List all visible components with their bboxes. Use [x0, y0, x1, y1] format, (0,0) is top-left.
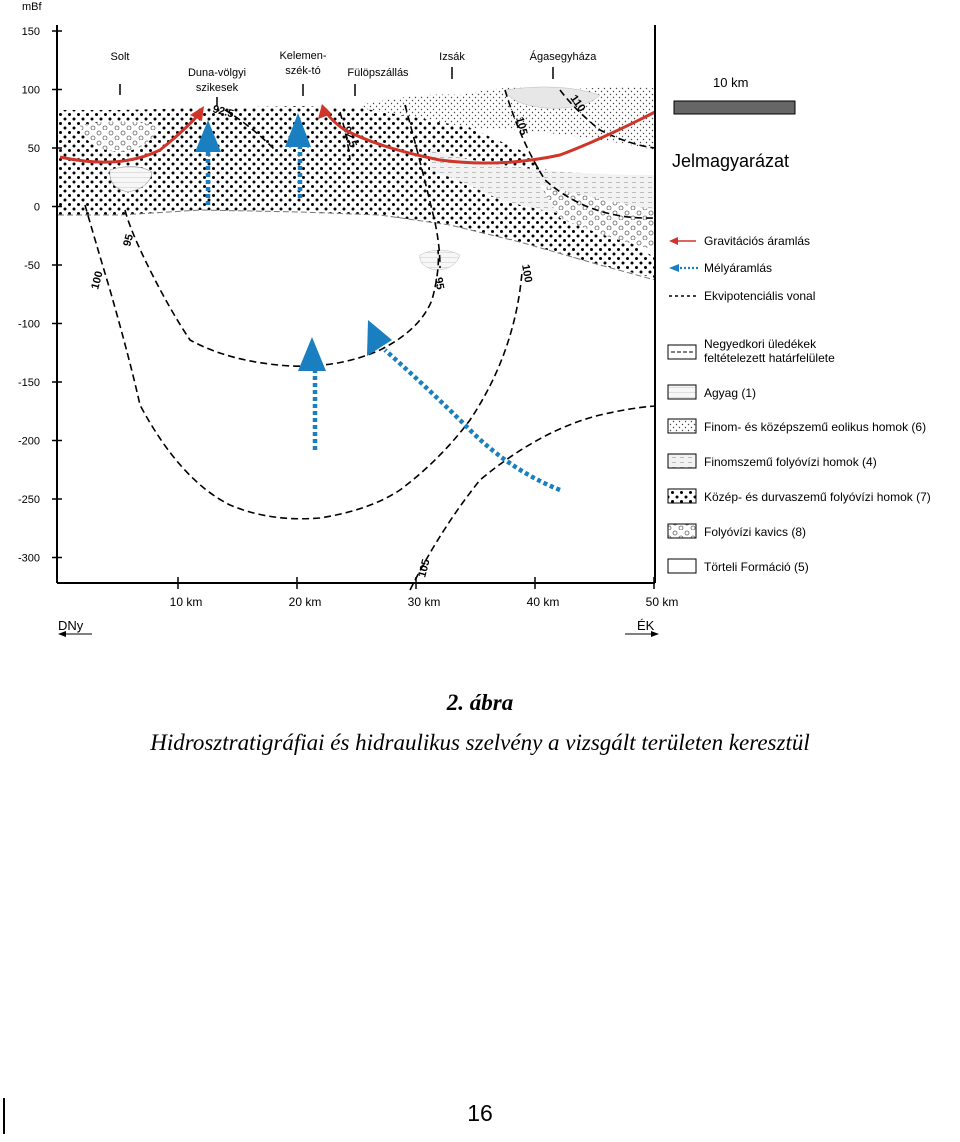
legend-gravity-flow-label: Gravitációs áramlás	[704, 234, 810, 248]
place-izsak: Izsák	[439, 51, 465, 63]
x-tick-label: 30 km	[408, 595, 441, 609]
legend-torteli-label: Törteli Formáció (5)	[704, 560, 809, 574]
equipotential-105-bottom	[409, 405, 656, 591]
margin-bar	[3, 1098, 5, 1134]
direction-label-dny: DNy	[58, 618, 84, 633]
equipotential-95-left	[124, 209, 440, 367]
place-duna-volgyi-line2: szikesek	[196, 82, 239, 94]
gravity-flow-arrow-right	[323, 109, 656, 165]
legend-aeolian-sand: Finom- és középszemű eolikus homok (6)	[667, 418, 926, 434]
equipotential-92-5-a	[224, 109, 276, 151]
equipotential-110	[559, 89, 656, 149]
contour-label-95-left: 95	[121, 233, 136, 248]
place-kelemen-line1: Kelemen-	[279, 50, 326, 62]
legend-torteli: Törteli Formáció (5)	[667, 558, 809, 574]
layer-clay-lenses	[109, 86, 601, 271]
y-tick-label: -300	[18, 553, 40, 565]
legend-quaternary-boundary: Negyedkori üledékek feltételezett határf…	[667, 337, 835, 365]
deep-flow-arrows	[205, 140, 561, 493]
figure-caption: Hidrosztratigráfiai és hidraulikus szelv…	[150, 730, 810, 755]
deep-flow-arrow-4	[383, 348, 561, 493]
contour-label-100-left: 100	[89, 270, 105, 291]
legend-coarse-fluvial-sand-label: Közép- és durvaszemű folyóvízi homok (7)	[704, 490, 931, 504]
hydro-section-figure: 92.5 92.5 105 110 95 100 95 100 105 mBf …	[18, 1, 931, 637]
legend: Jelmagyarázat Gravitációs áramlás Mélyár…	[667, 151, 931, 574]
legend-coarse-fluvial-sand: Közép- és durvaszemű folyóvízi homok (7)	[667, 488, 931, 504]
deep-flow-arrowhead-3	[298, 337, 326, 371]
scale-bar: 10 km	[673, 75, 796, 115]
legend-quaternary-label-1: Negyedkori üledékek	[704, 337, 817, 351]
legend-clay-label: Agyag (1)	[704, 386, 756, 400]
contour-label-95-inner: 95	[432, 276, 446, 290]
place-solt: Solt	[111, 51, 130, 63]
gravity-flow-arrowhead-right	[318, 104, 332, 119]
gravity-flow-arrowhead-left	[190, 106, 204, 121]
contour-label-105-top: 105	[513, 116, 529, 137]
legend-gravel: Folyóvízi kavics (8)	[667, 523, 806, 539]
y-tick-label: -200	[18, 436, 40, 448]
equipotential-95-inner	[404, 104, 441, 269]
legend-aeolian-sand-label: Finom- és középszemű eolikus homok (6)	[704, 420, 926, 434]
y-tick-label: 100	[22, 85, 40, 97]
contour-label-92-5-a: 92.5	[211, 103, 235, 120]
figure-number: 2. ábra	[446, 690, 514, 715]
deep-flow-arrowhead-2	[285, 113, 311, 147]
x-axis	[57, 25, 656, 584]
y-tick-label: -250	[18, 494, 40, 506]
y-axis: mBf	[22, 1, 58, 583]
equipotential-100-left	[84, 204, 523, 520]
legend-fine-fluvial-sand: Finomszemű folyóvízi homok (4)	[667, 453, 877, 469]
x-tick-label: 40 km	[527, 595, 560, 609]
place-fulopszallas: Fülöpszállás	[347, 67, 409, 79]
place-duna-volgyi-line1: Duna-völgyi	[188, 67, 246, 79]
y-tick-label: -150	[18, 377, 40, 389]
place-agasegyhaza: Ágasegyháza	[530, 50, 598, 63]
x-tick-label: 50 km	[646, 595, 679, 609]
legend-fine-fluvial-sand-label: Finomszemű folyóvízi homok (4)	[704, 455, 877, 469]
legend-clay: Agyag (1)	[667, 384, 756, 400]
x-tick-label: 20 km	[289, 595, 322, 609]
legend-quaternary-label-2: feltételezett határfelülete	[704, 351, 835, 365]
y-tick-label: -100	[18, 319, 40, 331]
deep-flow-arrowhead-4	[367, 320, 392, 356]
layer-gravel	[80, 121, 655, 250]
place-kelemen-line2: szék-tó	[285, 65, 320, 77]
legend-equipotential: Ekvipotenciális vonal	[669, 289, 815, 303]
legend-equipotential-label: Ekvipotenciális vonal	[704, 289, 815, 303]
y-axis-unit: mBf	[22, 1, 43, 13]
equipotential-92-5-b	[339, 111, 351, 161]
equipotential-105-top	[504, 89, 656, 219]
gravity-flow-arrows	[59, 109, 656, 165]
x-axis-ticks: 10 km 20 km 30 km 40 km 50 km	[170, 577, 679, 609]
y-tick-label: 150	[22, 26, 40, 38]
direction-right: ÉK	[625, 618, 659, 637]
legend-title: Jelmagyarázat	[672, 151, 789, 171]
contour-label-100-right: 100	[519, 263, 534, 283]
gravity-flow-arrow-left	[59, 112, 202, 164]
legend-deep-flow-label: Mélyáramlás	[704, 261, 772, 275]
legend-gravel-label: Folyóvízi kavics (8)	[704, 525, 806, 539]
scale-bar-label: 10 km	[713, 75, 748, 90]
y-tick-label: -50	[24, 260, 40, 272]
direction-left: DNy	[58, 618, 92, 637]
legend-gravity-flow: Gravitációs áramlás	[669, 234, 810, 248]
y-tick-label: 0	[34, 202, 40, 214]
direction-label-ek: ÉK	[637, 618, 655, 633]
legend-deep-flow: Mélyáramlás	[669, 261, 772, 275]
x-tick-label: 10 km	[170, 595, 203, 609]
page-number: 16	[467, 1100, 493, 1126]
y-axis-ticks: 150 100 50 0 -50 -100 -150 -200 -250 -300	[18, 26, 62, 565]
deep-flow-arrowhead-1	[195, 120, 221, 152]
y-tick-label: 50	[28, 143, 40, 155]
contour-label-105-bottom: 105	[416, 558, 432, 579]
